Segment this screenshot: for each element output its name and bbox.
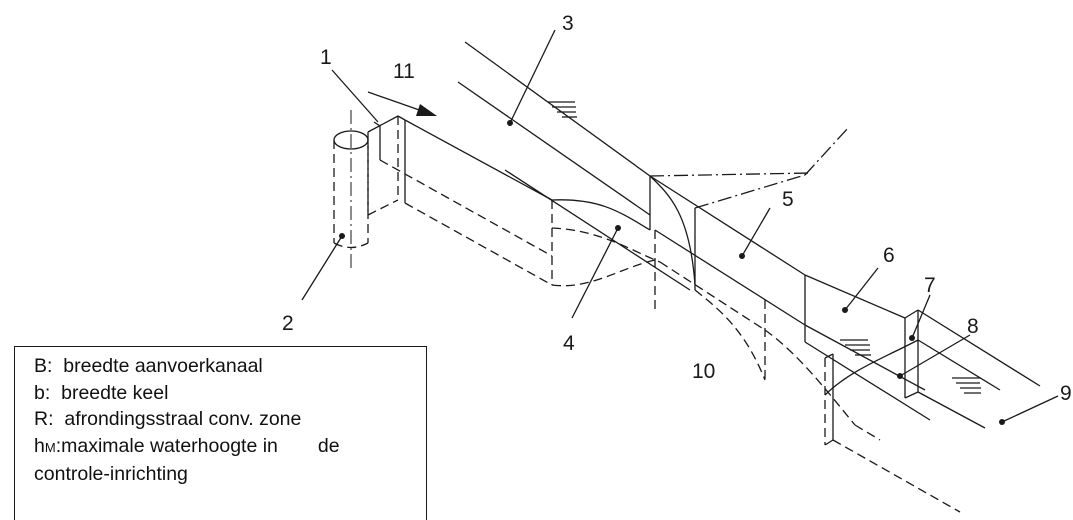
callout-7: 7	[924, 274, 936, 297]
leader-lines	[301, 29, 1059, 425]
callout-6: 6	[883, 244, 895, 267]
legend-row-channel-width: B: breedte aanvoerkanaal	[34, 353, 416, 380]
callout-5: 5	[782, 188, 794, 211]
legend-key: R:	[34, 408, 54, 430]
tail-channel	[832, 309, 1041, 513]
callout-4: 4	[563, 332, 575, 355]
legend-text: controle-inrichting	[34, 463, 188, 485]
legend-key: B:	[34, 355, 53, 377]
flow-direction-arrow	[367, 91, 437, 116]
legend-text: breedte aanvoerkanaal	[63, 355, 263, 377]
legend-text: afrondingsstraal conv. zone	[64, 408, 302, 430]
legend-row-max-water-height: hM:maximale waterhoogte in de	[34, 433, 416, 462]
callout-3: 3	[562, 12, 574, 35]
legend-key-subscript: M	[44, 439, 56, 455]
approach-channel	[379, 119, 553, 286]
legend-text-end: de	[317, 434, 340, 457]
throat-section	[649, 127, 849, 381]
callout-10: 10	[692, 360, 715, 383]
stilling-well	[333, 110, 369, 270]
callout-2: 2	[282, 312, 294, 335]
callout-8: 8	[967, 315, 979, 338]
callout-1: 1	[320, 46, 332, 69]
callout-9: 9	[1060, 382, 1072, 405]
downstream-gauge-plates	[824, 309, 919, 446]
upstream-water-surface	[457, 41, 691, 291]
converging-section	[551, 199, 661, 312]
legend-key-main: h	[34, 434, 45, 457]
legend-key: b:	[34, 381, 51, 404]
legend-text: breedte keel	[61, 381, 169, 404]
callout-11: 11	[393, 60, 415, 83]
inlet-gauge-plate	[367, 115, 406, 216]
legend-row-throat-width: b: breedte keel	[34, 380, 416, 407]
legend-box: B: breedte aanvoerkanaal b: breedte keel…	[14, 346, 427, 520]
legend-row-control-structure: controle-inrichting	[34, 461, 416, 488]
legend-row-radius: R: afrondingsstraal conv. zone	[34, 406, 416, 433]
legend-text: :maximale waterhoogte in	[55, 434, 278, 457]
